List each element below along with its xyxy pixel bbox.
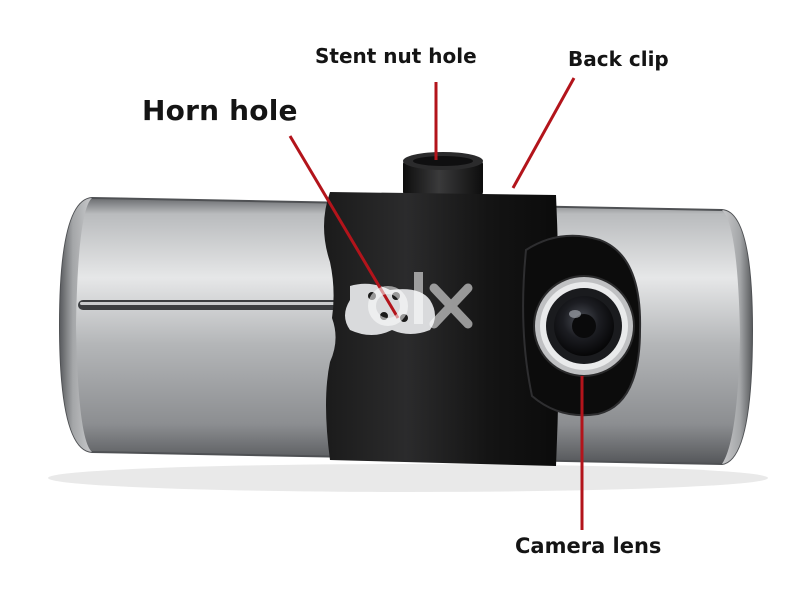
horn-hole-label: Horn hole — [142, 94, 298, 127]
leader-lines — [288, 77, 584, 530]
black-housing — [324, 192, 559, 466]
floor-shadow — [48, 464, 768, 492]
back-clip-label: Back clip — [568, 47, 669, 71]
olx-watermark — [368, 272, 473, 329]
stent-nut-knob — [403, 152, 483, 196]
camera-lens — [533, 275, 635, 377]
leader-line-back-clip — [511, 77, 576, 189]
left-end-cap — [60, 198, 92, 452]
leader-line-horn — [288, 135, 400, 319]
camera-lens-label: Camera lens — [515, 534, 662, 558]
stent-nut-hole-label: Stent nut hole — [315, 44, 477, 68]
right-end-cap — [722, 210, 752, 464]
